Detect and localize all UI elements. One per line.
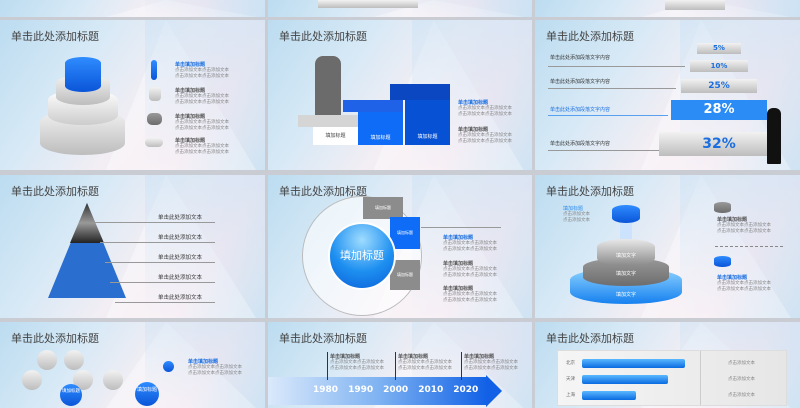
molecule-node (37, 350, 57, 370)
item-list: 单击填加标题点击添加文本点击添加文本点击添加文本点击添加文本 单击填加标题点击添… (443, 235, 497, 303)
cylinder-icon (145, 138, 163, 147)
bar-table: 北京 点击添加文本 天津 点击添加文本 上海 点击添加文本 (557, 350, 787, 406)
cylinder-icon (151, 60, 157, 80)
divider (715, 246, 783, 247)
shape (665, 0, 725, 10)
city-label: 上海 (566, 393, 575, 398)
funnel-label: 单击此处添加段落文字内容 (550, 55, 611, 61)
cylinder-top (612, 205, 640, 223)
molecule-node (64, 350, 84, 370)
slide-thumbnail-6[interactable]: 单击此处添加标题 填加标题点击添加文本点击添加文本 填加文字 填加文字 填加文字… (535, 175, 800, 318)
step-label: 填加标题 (358, 112, 403, 145)
slide-title: 单击此处添加标题 (279, 332, 367, 345)
funnel-label: 单击此处添加段落文字内容 (550, 79, 611, 85)
slide-thumbnail-7[interactable]: 单击此处添加标题 填加标题 填加标题 单击填加标题点击添加文本点击添加文本点击添… (0, 322, 265, 408)
bar (582, 375, 668, 384)
molecule-node (103, 370, 123, 390)
slide-title: 单击此处添加标题 (546, 332, 634, 345)
atom-icon (163, 361, 174, 372)
item-list: 单击填加标题点击添加文本点击添加文本点击添加文本点击添加文本 单击填加标题点击添… (175, 62, 229, 155)
slide-thumbnail-partial[interactable] (535, 0, 800, 17)
ring-segment: 填加标题 (390, 217, 420, 249)
cylinder-icon (714, 256, 731, 267)
city-label: 北京 (566, 361, 575, 366)
step-label: 填加标题 (313, 127, 358, 145)
molecule-node-blue: 填加标题 (60, 384, 82, 406)
city-label: 天津 (566, 377, 575, 382)
molecule-node-blue: 填加标题 (135, 382, 159, 406)
note: 填加标题点击添加文本点击添加文本 (563, 206, 590, 223)
bar-row: 北京 点击添加文本 (558, 359, 786, 369)
molecule-node (22, 370, 42, 390)
item-list: 单击填加标题点击添加文本点击添加文本点击添加文本点击添加文本 单击填加标题点击添… (458, 100, 512, 144)
note: 单击填加标题点击添加文本点击添加文本点击添加文本点击添加文本 (398, 354, 452, 371)
note: 单击填加标题点击添加文本点击添加文本点击添加文本点击添加文本 (717, 275, 771, 292)
slide-thumbnail-3[interactable]: 单击此处添加标题 单击此处添加段落文字内容 单击此处添加段落文字内容 单击此处添… (535, 20, 800, 170)
slide-thumbnail-9[interactable]: 单击此处添加标题 北京 点击添加文本 天津 点击添加文本 上海 点击添加文本 (535, 322, 800, 408)
molecule-node (73, 370, 93, 390)
slide-title: 单击此处添加标题 (11, 30, 99, 43)
note: 单击填加标题点击添加文本点击添加文本点击添加文本点击添加文本 (330, 354, 384, 371)
bar-row: 天津 点击添加文本 (558, 375, 786, 385)
slide-thumbnail-partial[interactable] (268, 0, 532, 17)
slide-title: 单击此处添加标题 (279, 185, 367, 198)
funnel-label: 单击此处添加段落文字内容 (550, 107, 611, 113)
bar (582, 391, 637, 400)
slide-thumbnail-partial[interactable] (0, 0, 265, 17)
bar-row: 上海 点击添加文本 (558, 391, 786, 401)
funnel-level: 28% (671, 100, 767, 120)
slide-thumbnail-2[interactable]: 单击此处添加标题 填加标题 填加标题 填加标题 单击填加标题点击添加文本点击添加… (268, 20, 532, 170)
step-top (298, 115, 358, 127)
cylinder-icon (714, 202, 731, 213)
step-top (390, 84, 450, 100)
arrow-head (486, 375, 502, 407)
note: 单击填加标题点击添加文本点击添加文本点击添加文本点击添加文本 (717, 217, 771, 234)
tier: 填加文字 (597, 239, 655, 266)
funnel-level: 32% (659, 132, 779, 156)
person-icon (315, 56, 341, 124)
note: 单击填加标题点击添加文本点击添加文本点击添加文本点击添加文本 (464, 354, 518, 371)
slide-title: 单击此处添加标题 (11, 332, 99, 345)
slide-thumbnail-5[interactable]: 单击此处添加标题 填加标题 填加标题 填加标题 填加标题 单击填加标题点击添加文… (268, 175, 532, 318)
note-label: 点击添加文本 (728, 361, 755, 366)
cylinder-icon (149, 87, 161, 101)
cylinder-top (65, 57, 101, 92)
funnel-level: 10% (690, 60, 748, 72)
timeline-arrow (268, 377, 488, 405)
funnel-level: 25% (681, 79, 757, 93)
businessman-silhouette-icon (767, 108, 781, 164)
slide-title: 单击此处添加标题 (546, 185, 634, 198)
slide-title: 单击此处添加标题 (11, 185, 99, 198)
pyramid-labels: 单击此处添加文本单击此处添加文本单击此处添加文本单击此处添加文本单击此处添加文本 (158, 215, 203, 301)
slide-title: 单击此处添加标题 (279, 30, 367, 43)
shape (318, 0, 418, 8)
slide-title: 单击此处添加标题 (546, 30, 634, 43)
note: 单击填加标题点击添加文本点击添加文本点击添加文本点击添加文本 (188, 359, 242, 376)
funnel-level: 5% (697, 43, 741, 54)
cylinder-icon (147, 113, 162, 125)
step-label: 填加标题 (405, 100, 450, 145)
ring-segment: 填加标题 (390, 260, 420, 290)
funnel-label: 单击此处添加段落文字内容 (550, 141, 611, 147)
ring-segment: 填加标题 (363, 197, 403, 219)
note-label: 点击添加文本 (728, 393, 755, 398)
step-top (343, 100, 403, 112)
note-label: 点击添加文本 (728, 377, 755, 382)
center-circle: 填加标题 (328, 222, 396, 290)
bar (582, 359, 686, 368)
slide-thumbnail-4[interactable]: 单击此处添加标题 单击此处添加文本单击此处添加文本单击此处添加文本单击此处添加文… (0, 175, 265, 318)
slide-thumbnail-1[interactable]: 单击此处添加标题 单击填加标题点击添加文本点击添加文本点击添加文本点击添加文本 … (0, 20, 265, 170)
